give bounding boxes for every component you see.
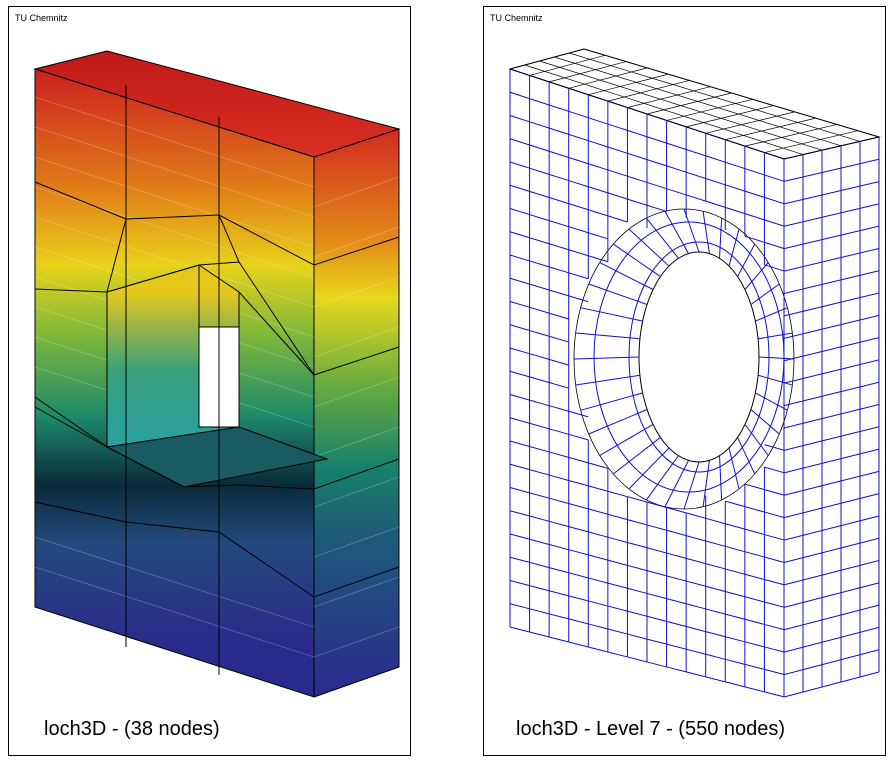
logo-text: TU Chemnitz: [15, 13, 68, 23]
right-panel: TU Chemnitz loch3D - Level 7 - (550 node…: [483, 6, 886, 756]
coarse-mesh-render: [33, 50, 401, 698]
refined-mesh-render: [508, 48, 881, 698]
left-panel: TU Chemnitz: [8, 6, 411, 756]
logo-text: TU Chemnitz: [490, 13, 543, 23]
hole-ellipse: [638, 251, 760, 463]
panel-caption: loch3D - (38 nodes): [44, 718, 220, 740]
panel-caption: loch3D - Level 7 - (550 nodes): [516, 718, 786, 740]
